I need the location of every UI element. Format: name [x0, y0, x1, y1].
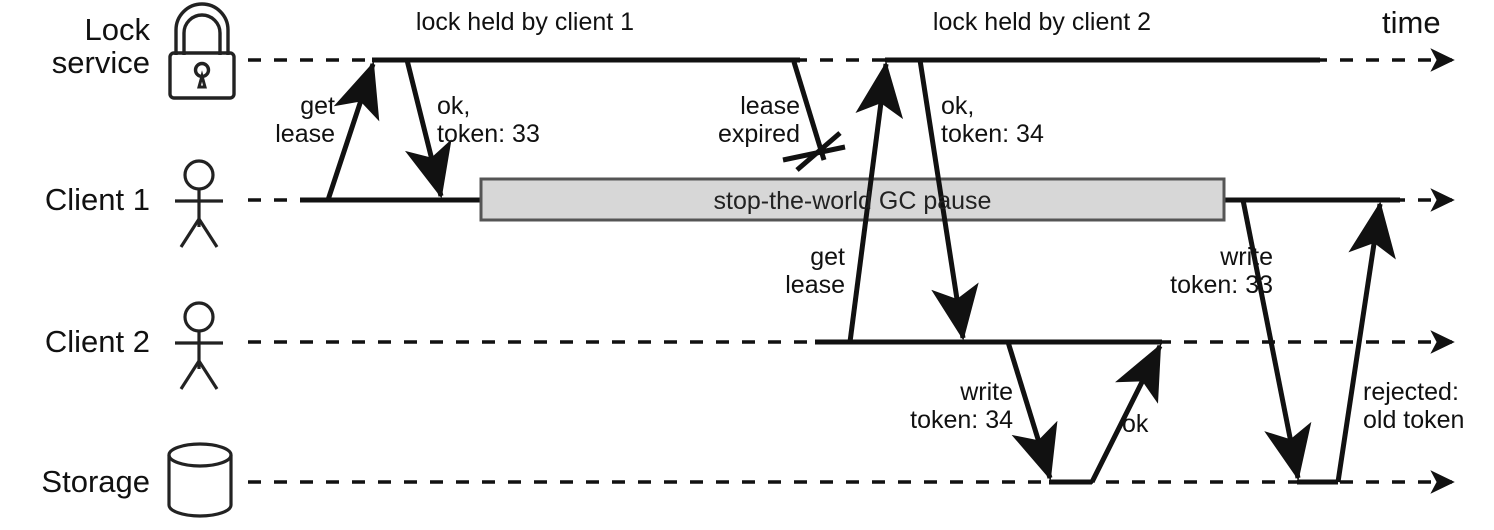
lane-label-storage: Storage: [41, 464, 150, 499]
arrow-ok-token-33: [404, 59, 452, 199]
arrow-ok-storage: [1089, 343, 1163, 484]
arrow-get-lease-2: [847, 61, 904, 343]
gc-pause-box: [479, 177, 1226, 222]
msg-label-ok-token-34: ok, token: 34: [941, 92, 1044, 148]
msg-label-write-token-33: write token: 33: [1170, 243, 1273, 299]
arrow-write-token-33: [1240, 199, 1312, 481]
msg-label-ok-storage: ok: [1122, 410, 1149, 438]
span-label-lock-held-client1: lock held by client 1: [415, 8, 635, 36]
stick-figure-icon: [175, 159, 223, 248]
arrow-get-lease-1: [325, 61, 380, 201]
lane-label-client-2: Client 2: [44, 324, 150, 359]
blocked-x-icon: [782, 131, 846, 172]
msg-label-ok-token-33: ok, token: 33: [437, 92, 540, 148]
msg-label-lease-expired: lease expired: [718, 92, 800, 148]
msg-label-get-lease-1: get lease: [275, 92, 335, 148]
msg-label-rejected-old-token: rejected: old token: [1363, 378, 1465, 434]
time-axis-label: time: [1382, 5, 1441, 40]
msg-label-get-lease-2: get lease: [785, 243, 845, 299]
span-label-lock-held-client2: lock held by client 2: [932, 8, 1152, 36]
arrow-lease-expired: [791, 61, 827, 161]
database-cylinder-icon: [167, 442, 233, 518]
lane-label-client-1: Client 1: [44, 182, 150, 217]
lane-label-lock-service: Lock service: [51, 12, 150, 81]
arrow-write-token-34: [1005, 341, 1058, 481]
padlock-icon: [168, 2, 236, 100]
arrow-rejected-old-token: [1335, 201, 1396, 483]
gc-pause-label: stop-the-world GC pause: [713, 187, 992, 215]
msg-label-write-token-34: write token: 34: [910, 378, 1013, 434]
stick-figure-icon: [175, 301, 223, 390]
arrow-ok-token-34: [917, 59, 979, 341]
